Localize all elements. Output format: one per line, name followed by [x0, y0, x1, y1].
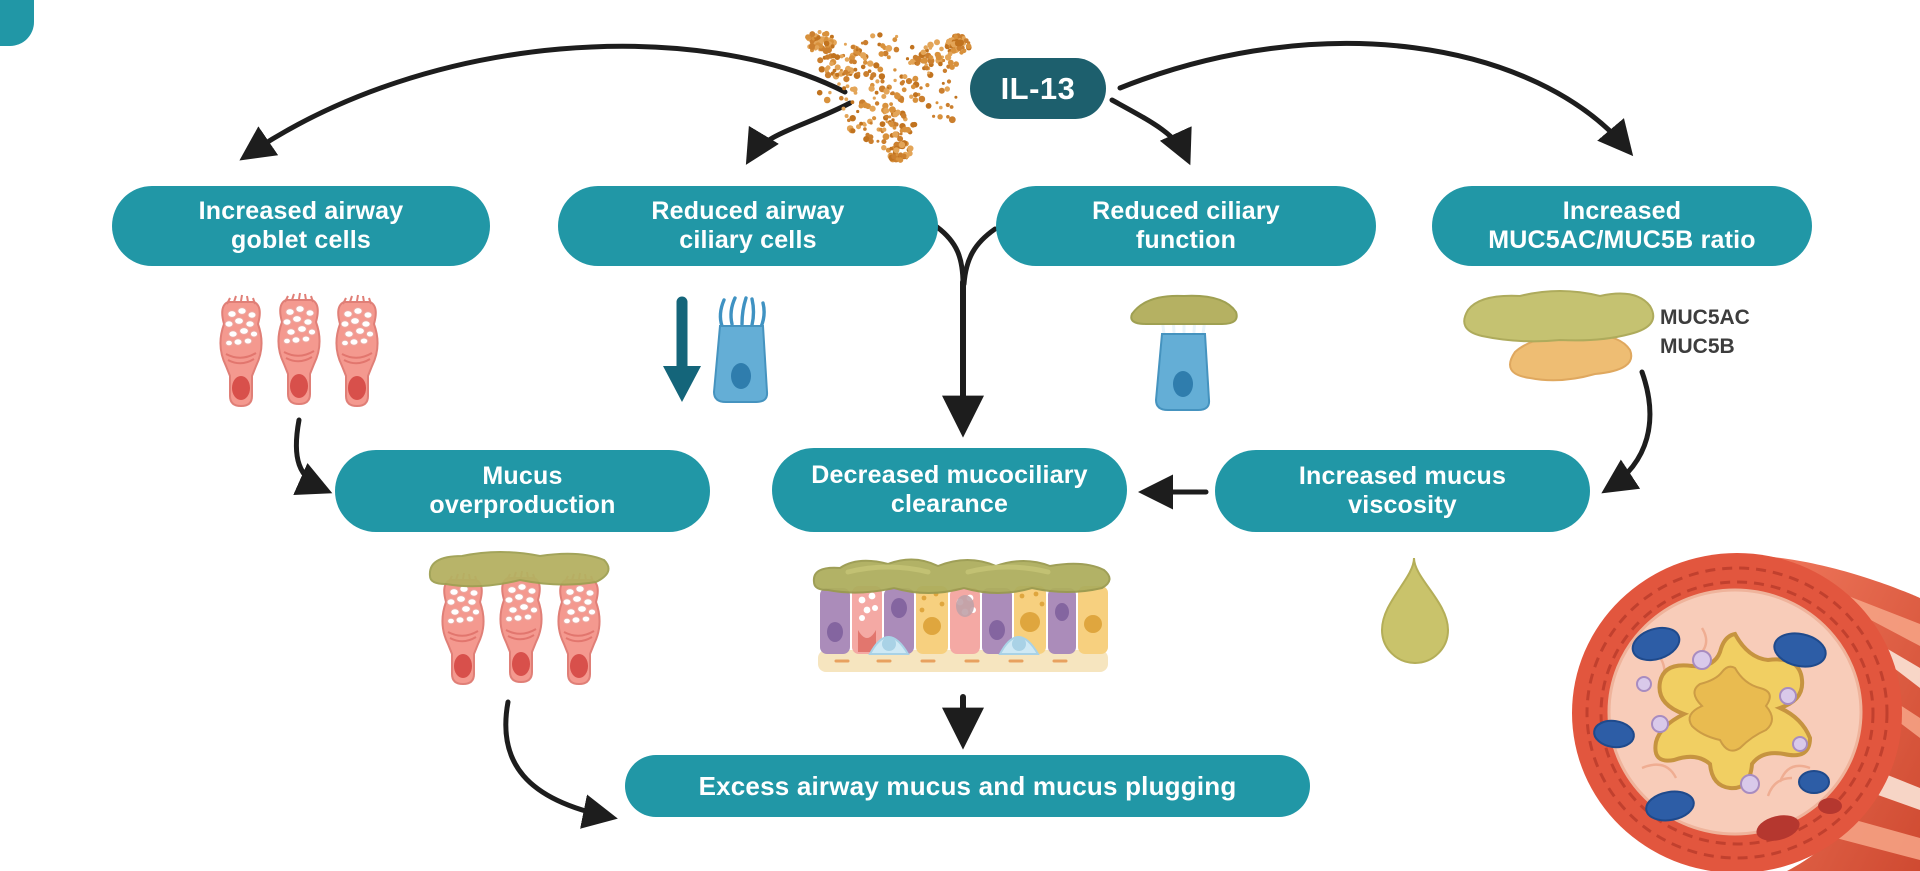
mucin-labels: MUC5AC MUC5B [1660, 303, 1750, 361]
node-text: ciliary cells [679, 226, 817, 254]
muc5b-label: MUC5B [1660, 335, 1735, 358]
mucus-droplet-icon [1380, 557, 1450, 664]
arrow-il13-to-ciliary-function [1109, 97, 1192, 166]
node-text: MUC5AC/MUC5B ratio [1488, 226, 1756, 254]
node-text: Increased [1562, 196, 1682, 225]
node-increased-viscosity: Increased mucus viscosity [1215, 450, 1590, 532]
node-text: function [1135, 226, 1237, 254]
node-text: Reduced airway [651, 196, 845, 225]
arrow-merge-right [961, 226, 998, 287]
arrow-mucin-to-viscosity [1601, 369, 1653, 494]
arrow-mucus-to-excess [503, 699, 618, 829]
decrease-arrow-icon [663, 296, 701, 402]
ciliary-cell-icon [712, 296, 769, 404]
arrow-il13-to-ciliary-cells [745, 100, 853, 165]
node-text: overproduction [429, 491, 616, 519]
il13-protein-icon [805, 30, 972, 163]
mucus-capped-ciliary-cell-icon [1130, 294, 1238, 411]
arrow-il13-to-muc-ratio [1117, 41, 1634, 157]
node-decreased-clearance: Decreased mucociliary clearance [772, 448, 1127, 532]
mucus-covered-goblet-cells-icon [428, 551, 610, 685]
node-increased-muc-ratio: Increased MUC5AC/MUC5B ratio [1432, 186, 1812, 266]
airway-epithelium-icon [812, 558, 1111, 672]
node-text: goblet cells [231, 226, 371, 254]
node-increased-goblet-cells: Increased airway goblet cells [112, 186, 490, 266]
node-mucus-overproduction: Mucus overproduction [335, 450, 710, 532]
node-excess-mucus-plugging: Excess airway mucus and mucus plugging [625, 755, 1310, 817]
node-text: viscosity [1348, 491, 1457, 519]
node-text: Excess airway mucus and mucus plugging [698, 770, 1237, 801]
arrow-il13-to-goblet [239, 43, 848, 161]
node-text: Reduced ciliary [1092, 196, 1280, 225]
node-text: Mucus [482, 461, 563, 490]
arrow-goblet-to-overproduction [293, 417, 333, 496]
il13-badge: IL-13 [970, 58, 1106, 119]
goblet-cells-icon [219, 292, 379, 407]
il13-label: IL-13 [1000, 70, 1076, 106]
node-text: Increased mucus [1298, 461, 1507, 490]
node-text: Decreased mucociliary [811, 460, 1088, 489]
node-reduced-ciliary-function: Reduced ciliary function [996, 186, 1376, 266]
node-text: Increased airway [198, 196, 404, 225]
node-reduced-ciliary-cells: Reduced airway ciliary cells [558, 186, 938, 266]
node-text: clearance [890, 490, 1009, 518]
airway-cross-section-icon [1572, 553, 1920, 871]
muc5ac-label: MUC5AC [1660, 306, 1750, 329]
muc5ac-muc5b-mucin-icon [1463, 290, 1655, 382]
